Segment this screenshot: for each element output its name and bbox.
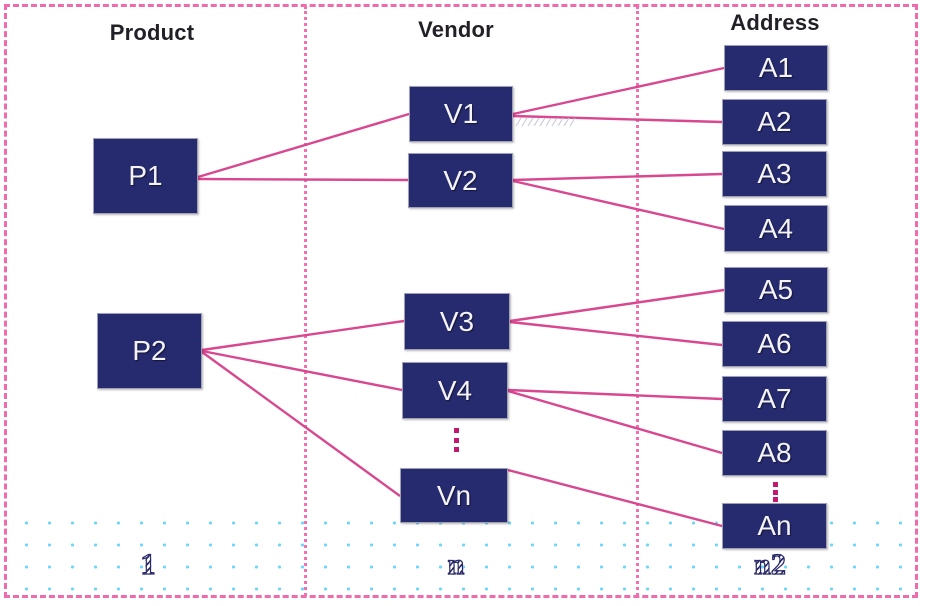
node-p2[interactable]: P2 [97, 313, 202, 389]
cardinality-label-vendor: n [447, 547, 465, 581]
node-p1[interactable]: P1 [93, 138, 198, 214]
column-divider-vendor-address [636, 6, 639, 596]
scribble-artifact [515, 117, 576, 127]
column-divider-product-vendor [304, 6, 307, 596]
vertical-ellipsis-icon-address [771, 482, 779, 502]
node-vn[interactable]: Vn [400, 468, 508, 523]
node-an[interactable]: An [722, 503, 827, 549]
node-a8[interactable]: A8 [722, 430, 827, 476]
node-a2[interactable]: A2 [722, 99, 827, 145]
link-p2-vn [201, 351, 401, 497]
link-v3-a5 [509, 288, 725, 323]
link-v2-a3 [512, 172, 723, 182]
node-v3[interactable]: V3 [404, 293, 510, 350]
node-a7[interactable]: A7 [722, 376, 827, 422]
link-v4-a8 [507, 389, 723, 455]
link-p1-v2 [197, 177, 409, 182]
column-header-address: Address [730, 10, 820, 35]
link-p2-v4 [201, 349, 403, 392]
node-a4[interactable]: A4 [724, 205, 828, 252]
link-v2-a4 [512, 179, 725, 231]
node-a6[interactable]: A6 [722, 321, 827, 367]
node-a3[interactable]: A3 [722, 151, 827, 197]
vertical-ellipsis-icon-vendor [452, 428, 460, 452]
link-v1-a2 [512, 114, 723, 124]
node-v1[interactable]: V1 [409, 86, 513, 142]
node-a5[interactable]: A5 [724, 267, 828, 313]
cardinality-label-product: 1 [140, 547, 156, 581]
node-a1[interactable]: A1 [724, 45, 828, 91]
link-v4-a7 [507, 388, 723, 401]
column-header-product: Product [109, 20, 195, 45]
cardinality-label-address: n2 [754, 547, 787, 581]
link-p2-v3 [201, 319, 405, 352]
column-header-vendor: Vendor [418, 17, 494, 42]
link-v3-a6 [509, 320, 723, 347]
node-v4[interactable]: V4 [402, 362, 508, 419]
node-v2[interactable]: V2 [408, 153, 513, 208]
link-v1-a1 [512, 66, 725, 116]
